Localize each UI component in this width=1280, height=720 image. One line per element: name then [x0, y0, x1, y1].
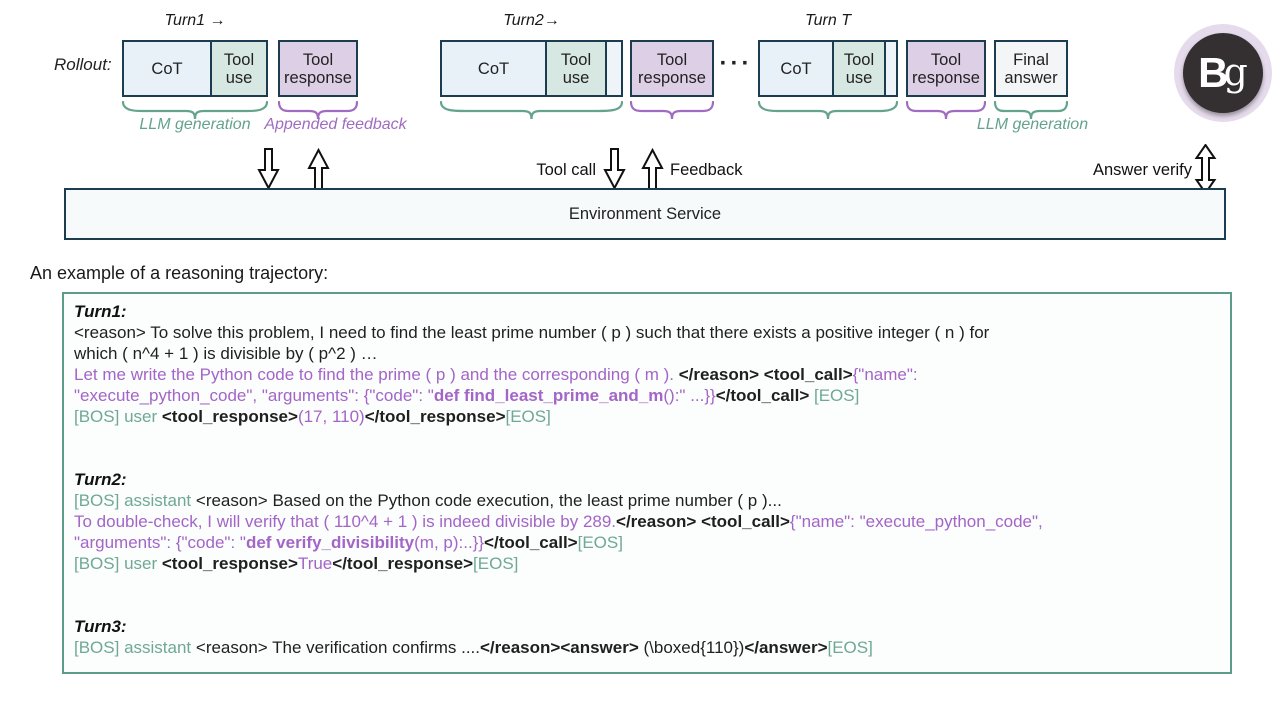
trajectory-line — [74, 574, 1220, 595]
logo-letter-b: B — [1198, 49, 1229, 96]
logo-circle: B g — [1183, 33, 1263, 113]
turnT-tool-use-box: Tool use — [832, 42, 884, 95]
turn2-tool-use-box: Tool use — [545, 42, 605, 95]
trajectory-box: Turn1: <reason> To solve this problem, I … — [62, 292, 1232, 674]
trajectory-line: which ( n^4 + 1 ) is divisible by ( p^2 … — [74, 344, 378, 363]
final-answer-brace — [993, 100, 1069, 120]
turn1-label: Turn1 → — [164, 12, 226, 29]
ellipsis-dots: ··· — [719, 50, 753, 77]
turnT-cot-box: CoT — [760, 42, 832, 95]
trajectory-line: Turn2: — [74, 470, 127, 489]
tool-call-down-arrow-icon — [603, 148, 626, 195]
turn1-group-box: CoT Tool use — [122, 40, 268, 97]
feedback-up-arrow-icon — [641, 147, 664, 195]
trajectory-line: "arguments": {"code": "def verify_divisi… — [74, 533, 623, 552]
channel-logo: B g — [1174, 24, 1272, 122]
turn1-tool-use-box: Tool use — [210, 42, 266, 95]
logo-letter-g: g — [1223, 50, 1248, 94]
final-answer-box: Final answer — [994, 40, 1068, 97]
turn2-brace — [439, 100, 624, 120]
trajectory-line: <reason> To solve this problem, I need t… — [74, 323, 990, 342]
environment-service-box: Environment Service — [64, 188, 1226, 240]
turn1-response-brace — [277, 100, 359, 120]
tool-call-label: Tool call — [536, 161, 596, 179]
environment-service-label: Environment Service — [568, 204, 722, 223]
turn1-cot-box: CoT — [124, 42, 210, 95]
trajectory-line — [74, 448, 1220, 469]
turn2-cot-box: CoT — [442, 42, 545, 95]
turnT-empty-strip — [884, 42, 896, 95]
turn2-group-box: CoT Tool use — [440, 40, 623, 97]
trajectory-line: [BOS] assistant <reason> Based on the Py… — [74, 491, 782, 510]
trajectory-line: Turn3: — [74, 617, 127, 636]
trajectory-line: Let me write the Python code to find the… — [74, 365, 918, 384]
turn2-response-brace — [629, 100, 715, 120]
turnT-label: Turn T — [805, 12, 851, 29]
trajectory-line: [BOS] assistant <reason> The verificatio… — [74, 638, 873, 657]
trajectory-line: [BOS] user <tool_response>(17, 110)</too… — [74, 407, 551, 426]
turnT-tool-response-box: Tool response — [906, 40, 986, 97]
turn2-empty-strip — [605, 42, 621, 95]
feedback-label: Feedback — [670, 161, 743, 179]
trajectory-line: Turn1: — [74, 302, 127, 321]
turnT-brace — [757, 100, 899, 120]
turn2-label: Turn2→ — [503, 12, 560, 29]
turn1-tool-response-box: Tool response — [278, 40, 358, 97]
rollout-label: Rollout: — [54, 55, 112, 74]
turnT-response-brace — [905, 100, 987, 120]
trajectory-line: [BOS] user <tool_response>True</tool_res… — [74, 554, 519, 573]
turn1-brace — [121, 100, 269, 120]
llm-generation-left-label: LLM generation — [139, 116, 251, 133]
appended-feedback-label: Appended feedback — [264, 116, 407, 133]
trajectory-line — [74, 595, 1220, 616]
trajectory-line — [74, 427, 1220, 448]
turn2-tool-response-box: Tool response — [630, 40, 714, 97]
trajectory-line: "execute_python_code", "arguments": {"co… — [74, 386, 860, 405]
llm-generation-right-label: LLM generation — [976, 116, 1089, 133]
trajectory-heading: An example of a reasoning trajectory: — [30, 263, 329, 283]
answer-verify-label: Answer verify — [1092, 161, 1192, 179]
up-arrow-icon — [307, 147, 330, 195]
trajectory-line: To double-check, I will verify that ( 11… — [74, 512, 1043, 531]
down-arrow-icon — [257, 148, 280, 195]
turnT-group-box: CoT Tool use — [758, 40, 898, 97]
